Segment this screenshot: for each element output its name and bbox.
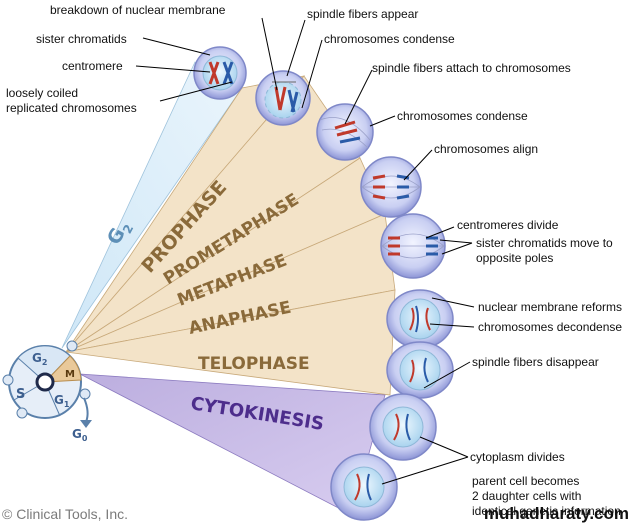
cell-cycle-wheel: G2 S G1 M G0 bbox=[2, 340, 92, 443]
cycle-m-label: M bbox=[65, 369, 75, 380]
annotation-parent-cell: parent cell becomes bbox=[472, 474, 579, 488]
prophase-cell bbox=[255, 70, 311, 126]
phase-wedges bbox=[61, 61, 396, 516]
annotation-sister-chromatids: sister chromatids bbox=[36, 32, 127, 46]
annotation-chromosomes-align: chromosomes align bbox=[434, 142, 538, 156]
annotation-sister-move: sister chromatids move to bbox=[476, 236, 613, 250]
annotation-opposite-poles: opposite poles bbox=[476, 251, 553, 265]
credit-text: © Clinical Tools, Inc. bbox=[2, 506, 128, 522]
telophase-cell bbox=[386, 289, 454, 399]
annotation-breakdown: breakdown of nuclear membrane bbox=[50, 3, 226, 17]
annotation-cytoplasm-divides: cytoplasm divides bbox=[470, 450, 565, 464]
metaphase-cell bbox=[360, 156, 422, 218]
watermark-text: muhadharaty.com bbox=[483, 504, 629, 523]
prometaphase-cell bbox=[316, 103, 374, 161]
annotations: breakdown of nuclear membrane sister chr… bbox=[6, 3, 622, 518]
annotation-spindle-disappear: spindle fibers disappear bbox=[472, 355, 599, 369]
annotation-chromosomes-condense-2: chromosomes condense bbox=[397, 109, 528, 123]
annotation-chromosomes-decondense: chromosomes decondense bbox=[478, 320, 622, 334]
annotation-loosely-coiled: loosely coiled bbox=[6, 86, 78, 100]
annotation-centromere: centromere bbox=[62, 59, 123, 73]
cycle-g1-label: G1 bbox=[54, 393, 70, 409]
annotation-spindle-attach: spindle fibers attach to chromosomes bbox=[372, 61, 571, 75]
telophase-label: TELOPHASE bbox=[198, 354, 310, 374]
cycle-g2-label: G2 bbox=[32, 351, 47, 367]
annotation-spindle-appear: spindle fibers appear bbox=[307, 7, 418, 21]
telophase-wedge bbox=[65, 289, 396, 396]
anaphase-cell bbox=[380, 213, 446, 279]
annotation-identical-info: identical genetic information bbox=[472, 504, 621, 518]
cycle-g0-label: G0 bbox=[72, 427, 88, 443]
annotation-two-daughters: 2 daughter cells with bbox=[472, 489, 581, 503]
daughter-cell-2 bbox=[330, 453, 398, 521]
leader-lines bbox=[135, 17, 475, 485]
annotation-replicated-chromosomes: replicated chromosomes bbox=[6, 101, 137, 115]
annotation-nuclear-reforms: nuclear membrane reforms bbox=[478, 300, 622, 314]
g2-cell bbox=[193, 46, 247, 100]
cycle-s-label: S bbox=[16, 387, 25, 402]
annotation-chromosomes-condense-1: chromosomes condense bbox=[324, 32, 455, 46]
daughter-cell-1 bbox=[369, 393, 437, 461]
annotation-centromeres-divide: centromeres divide bbox=[457, 218, 559, 232]
